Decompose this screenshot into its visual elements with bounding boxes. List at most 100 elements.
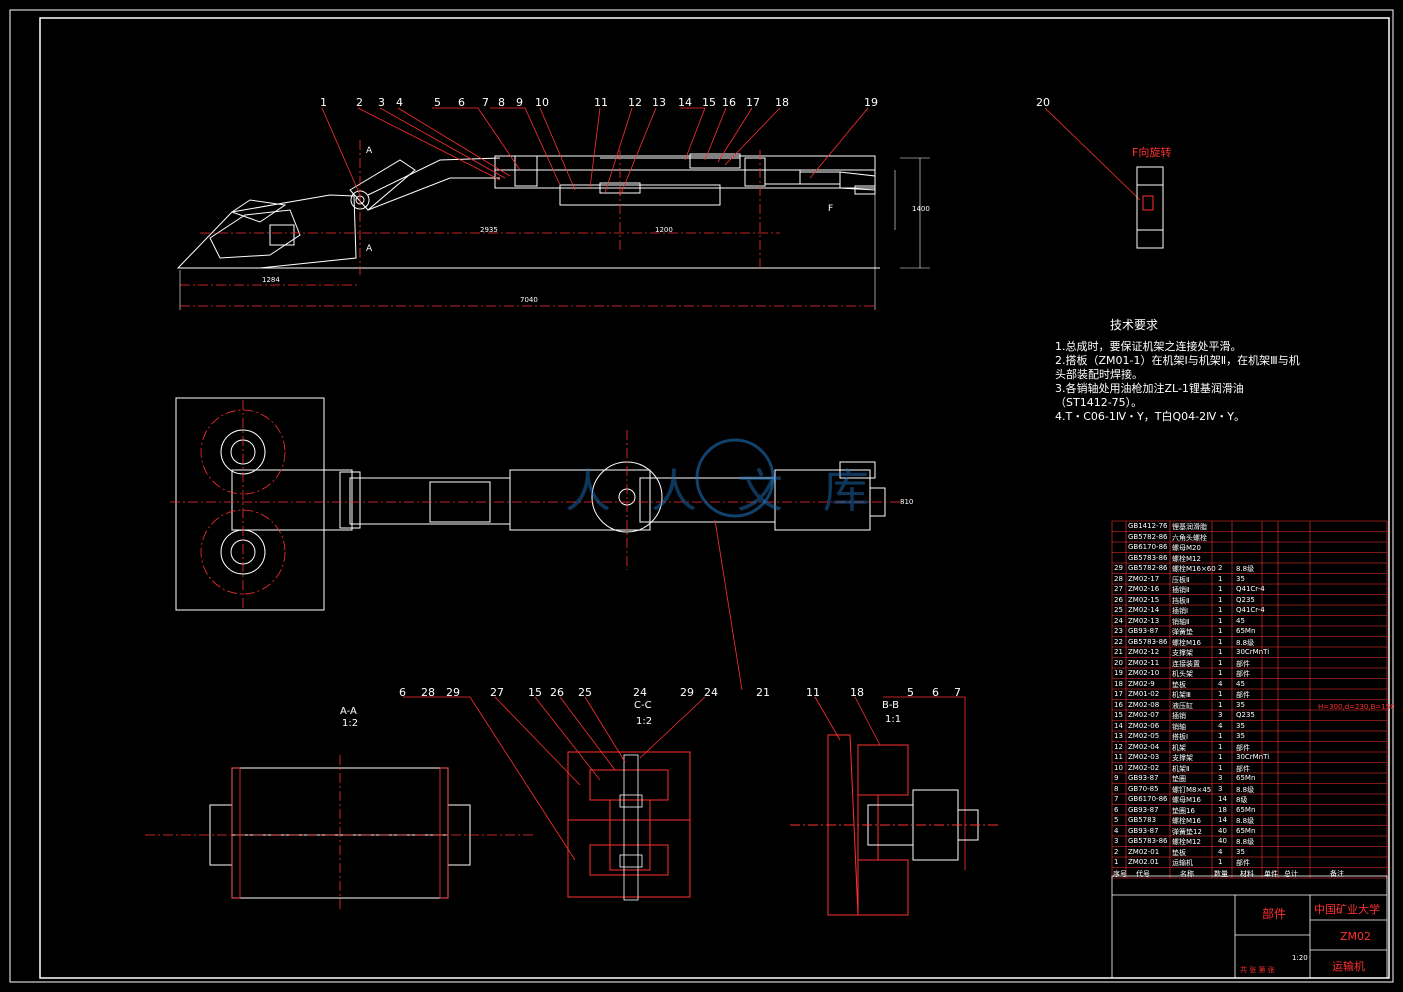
bom-cell-no: 15: [1114, 711, 1123, 719]
bom-cell-qty: 1: [1218, 574, 1223, 583]
bom-cell-code: ZM02-17: [1128, 574, 1160, 583]
bom-cell-qty: 1: [1218, 763, 1223, 772]
bom-cell-mat: 部件: [1236, 659, 1250, 668]
bom-cell-no: 27: [1114, 585, 1123, 593]
bom-cell-no: 2: [1114, 847, 1119, 856]
dim-plan-width: 810: [900, 498, 914, 506]
tb-drawing-no: ZM02: [1340, 930, 1372, 943]
watermark: [695, 438, 775, 518]
section-bb: [827, 734, 909, 916]
bom-cell-mat: 35: [1236, 721, 1245, 730]
dim-overall-length: 7040: [520, 296, 538, 304]
balloon-main: 6: [458, 96, 465, 109]
bom-cell-name: 螺母M16: [1172, 796, 1201, 804]
bom-cell-mat: 65Mn: [1236, 826, 1256, 835]
bom-cell-qty: 1: [1218, 595, 1223, 604]
tech-req-line-5: （ST1412-75）。: [1055, 396, 1143, 409]
bom-cell-code: ZM02-14: [1128, 606, 1160, 614]
bom-cell-name: 螺栓M16: [1172, 817, 1201, 825]
balloon-bottom: 6: [399, 686, 406, 699]
balloon-plan: 21: [756, 686, 770, 699]
bom-cell-no: 4: [1114, 826, 1119, 835]
elevation-centerlines: [180, 140, 875, 307]
bom-cell-name: 螺栓M16: [1172, 638, 1201, 647]
bom-cell-no: 5: [1114, 816, 1119, 824]
bom-cell-qty: 1: [1218, 732, 1223, 740]
dim-height-right: 1400: [912, 205, 930, 213]
bom-cell-code: ZM02-01: [1128, 847, 1160, 856]
bom-cell-no: 28: [1114, 574, 1123, 583]
section-mark-f: F: [828, 204, 834, 214]
bom-cell-qty: 1: [1218, 742, 1223, 751]
section-aa-scale: 1:2: [342, 718, 359, 729]
bom-cell-mat: 部件: [1236, 859, 1250, 867]
bom-cell-name: 垫板: [1172, 680, 1186, 689]
bom-cell-mat: 35: [1236, 847, 1245, 856]
bom-cell-code: GB93-87: [1128, 805, 1159, 814]
bom-cell-mat: Q235: [1236, 595, 1255, 604]
tb-sheet-info: 共 张 第 张: [1240, 966, 1275, 974]
balloon-main: 8: [498, 96, 505, 109]
section-bb-title: B-B: [882, 700, 899, 711]
bom-cell-no: 26: [1114, 595, 1123, 604]
elevation-view: [176, 153, 880, 269]
bom-cell-no: 12: [1114, 742, 1123, 751]
bom-cell-mat: 部件: [1236, 670, 1250, 678]
bom-cell-name: 锂基润滑脂: [1172, 523, 1207, 531]
bom-cell-no: 6: [1114, 805, 1119, 814]
bom-cell-code: ZM02-9: [1128, 679, 1155, 688]
balloon-bottom: 28: [421, 686, 435, 699]
dim-left-section: 1284: [262, 276, 280, 284]
balloon-bottom: 26: [550, 686, 564, 699]
bom-cell-no: 23: [1114, 627, 1123, 635]
bom-cell-name: 插销: [1172, 712, 1186, 720]
balloon-bottom: 29: [446, 686, 460, 699]
section-bb-bolt: [790, 789, 1000, 861]
bom-cell-name: 螺栓M12: [1172, 838, 1201, 846]
bom-grid: [1111, 520, 1388, 879]
bom-cell-code: ZM02-08: [1128, 700, 1160, 709]
bom-cell-qty: 2: [1218, 564, 1223, 572]
bom-cell-code: GB5783-86: [1128, 637, 1168, 646]
tech-req-line-6: 4.T・C06-1Ⅳ・Y，T白Q04-2Ⅳ・Y。: [1055, 410, 1245, 423]
bom-cell-no: 9: [1114, 774, 1119, 782]
bom-cell-code: ZM02-11: [1128, 658, 1160, 667]
bom-cell-mat: Q41Cr-4: [1236, 606, 1265, 614]
section-aa-title: A-A: [340, 706, 357, 717]
bom-cell-name: 垫板: [1172, 848, 1186, 857]
tech-req-line-4: 3.各销轴处用油枪加注ZL-1锂基润滑油: [1055, 382, 1244, 395]
balloon-bottom-right: 7: [954, 686, 961, 699]
bom-cell-qty: 14: [1218, 816, 1227, 824]
tech-req-title: 技术要求: [1110, 318, 1159, 332]
balloon-bottom: 24: [704, 686, 718, 699]
section-cc-scale: 1:2: [636, 716, 653, 727]
bom-cell-mat: 45: [1236, 616, 1245, 625]
bom-cell-qty: 1: [1218, 700, 1223, 709]
bom-header: 总计: [1284, 869, 1298, 878]
bom-remark-row16: H=300,d=230,B=150: [1318, 703, 1395, 711]
bom-header: 名称: [1180, 869, 1194, 878]
balloon-main: 15: [702, 96, 716, 109]
bom-cell-code: GB5783-86: [1128, 553, 1168, 562]
balloon-main: 3: [378, 96, 385, 109]
balloon-bottom: 27: [490, 686, 504, 699]
bom-cell-qty: 1: [1218, 658, 1223, 667]
elevation-dimensions: [179, 157, 930, 310]
balloon-main: 5: [434, 96, 441, 109]
bom-cell-name: 压板Ⅱ: [1172, 575, 1190, 584]
bom-cell-name: 螺栓M12: [1172, 554, 1201, 563]
bom-cell-qty: 1: [1218, 753, 1223, 761]
bom-cell-no: 11: [1114, 753, 1123, 761]
bom-header: 材料: [1240, 869, 1254, 878]
balloon-main: 11: [594, 96, 608, 109]
balloon-bottom-right: 6: [932, 686, 939, 699]
bom-cell-qty: 3: [1218, 711, 1223, 719]
bom-cell-name: 垫圈16: [1172, 806, 1195, 815]
balloon-main: 18: [775, 96, 789, 109]
bom-cell-qty: 1: [1218, 669, 1223, 677]
tb-school: 中国矿业大学: [1314, 903, 1380, 916]
bom-cell-qty: 1: [1218, 690, 1223, 698]
bom-cell-mat: 部件: [1236, 691, 1250, 699]
bom-cell-name: 机架Ⅲ: [1172, 691, 1191, 699]
bom-cell-mat: 部件: [1236, 764, 1250, 773]
